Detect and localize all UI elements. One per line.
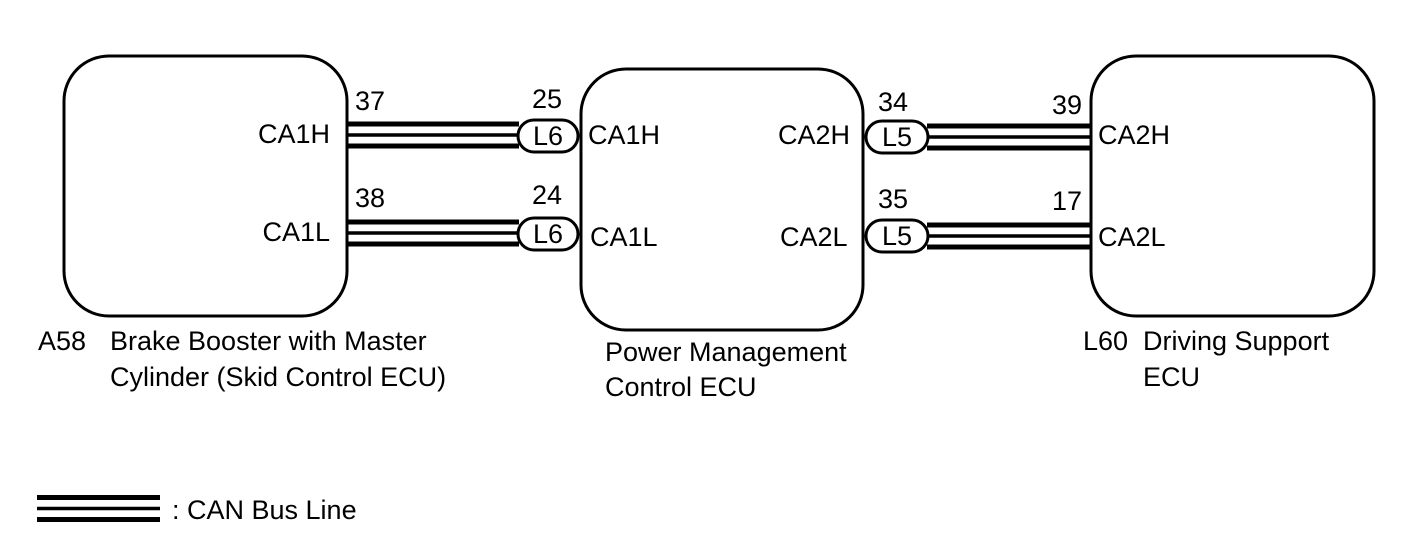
power-management-pin-ca2h-label: CA2H bbox=[778, 120, 850, 150]
junction-connector-ca2h: L5 bbox=[864, 119, 930, 155]
power-management-name-line-2: Control ECU bbox=[605, 372, 757, 402]
power-management-pin-ca1l-number: 24 bbox=[532, 180, 562, 210]
power-management-ecu-box bbox=[579, 67, 865, 332]
driving-support-pin-ca2h-label: CA2H bbox=[1098, 120, 1170, 150]
power-management-pin-ca1h-label: CA1H bbox=[588, 120, 660, 150]
power-management-ecu: 25 24 CA1H CA1L CA2H CA2L 34 35 Power Ma… bbox=[532, 67, 908, 402]
junction-connector-label: L5 bbox=[882, 221, 912, 251]
junction-connector-pill bbox=[516, 118, 580, 154]
brake-booster-ecu-box bbox=[62, 54, 349, 318]
brake-booster-name-line-2: Cylinder (Skid Control ECU) bbox=[110, 362, 446, 392]
brake-booster-pin-ca1l-label: CA1L bbox=[262, 217, 330, 247]
brake-booster-pin-ca1h-label: CA1H bbox=[258, 119, 330, 149]
junction-connector-label: L5 bbox=[882, 122, 912, 152]
driving-support-pin-ca2l-label: CA2L bbox=[1098, 222, 1166, 252]
brake-booster-code: A58 bbox=[38, 326, 86, 356]
brake-booster-pin-ca1h-number: 37 bbox=[355, 86, 385, 116]
legend: : CAN Bus Line bbox=[37, 495, 357, 525]
junction-connector-ca1h: L6 bbox=[516, 118, 580, 154]
driving-support-pin-ca2l-number: 17 bbox=[1052, 186, 1082, 216]
power-management-name-line-1: Power Management bbox=[605, 337, 847, 367]
driving-support-ecu-box bbox=[1089, 54, 1376, 318]
can-wire-ca1h-left bbox=[347, 121, 519, 149]
junction-connector-label: L6 bbox=[533, 219, 563, 249]
power-management-pin-ca2l-label: CA2L bbox=[780, 222, 848, 252]
legend-can-bus-line-symbol bbox=[37, 495, 160, 522]
power-management-pin-ca1h-number: 25 bbox=[532, 84, 562, 114]
driving-support-name-line-2: ECU bbox=[1143, 362, 1200, 392]
driving-support-pin-ca2h-number: 39 bbox=[1052, 90, 1082, 120]
power-management-pin-ca2l-number: 35 bbox=[878, 184, 908, 214]
can-wire-ca1l-left bbox=[347, 219, 519, 247]
brake-booster-name-line-1: Brake Booster with Master bbox=[110, 326, 427, 356]
junction-connector-label: L6 bbox=[533, 121, 563, 151]
legend-label: : CAN Bus Line bbox=[172, 495, 357, 525]
brake-booster-ecu: CA1H CA1L 37 38 A58 Brake Booster with M… bbox=[38, 54, 446, 392]
junction-connector-ca1l: L6 bbox=[516, 216, 580, 252]
driving-support-name-line-1: Driving Support bbox=[1143, 326, 1330, 356]
brake-booster-pin-ca1l-number: 38 bbox=[355, 183, 385, 213]
junction-connector-pill bbox=[516, 216, 580, 252]
power-management-pin-ca2h-number: 34 bbox=[878, 87, 908, 117]
junction-connector-ca2l: L5 bbox=[864, 218, 930, 254]
can-wire-ca2l-right bbox=[927, 222, 1091, 250]
power-management-pin-ca1l-label: CA1L bbox=[590, 222, 658, 252]
driving-support-code: L60 bbox=[1083, 326, 1128, 356]
can-wire-ca2h-right bbox=[927, 123, 1091, 151]
driving-support-ecu: 39 17 CA2H CA2L L60 Driving Support ECU bbox=[1052, 54, 1376, 392]
